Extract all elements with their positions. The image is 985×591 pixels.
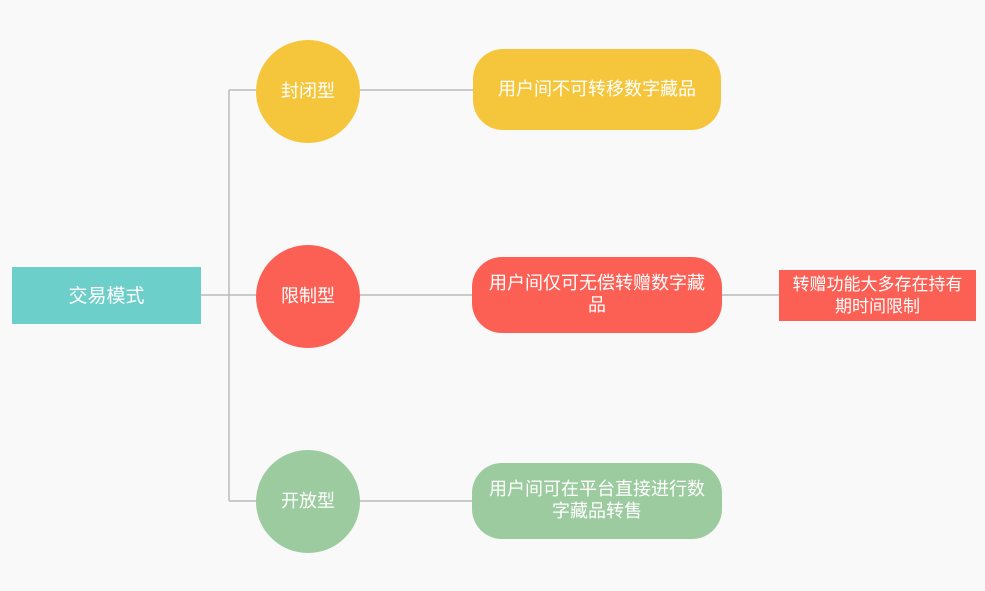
description-node-closed: 用户间不可转移数字藏品 — [473, 49, 721, 130]
note-restricted: 转赠功能大多存在持有期时间限制 — [792, 274, 963, 317]
description-closed: 用户间不可转移数字藏品 — [498, 78, 696, 100]
description-node-open: 用户间可在平台直接进行数字藏品转售 — [472, 463, 722, 539]
description-restricted: 用户间仅可无偿转赠数字藏品 — [489, 273, 705, 316]
type-node-open: 开放型 — [256, 450, 360, 553]
type-label-open: 开放型 — [281, 490, 335, 512]
note-node-restricted: 转赠功能大多存在持有期时间限制 — [779, 270, 976, 321]
type-label-restricted: 限制型 — [281, 285, 335, 307]
root-node-trading-mode: 交易模式 — [12, 267, 201, 324]
type-node-restricted: 限制型 — [256, 245, 360, 348]
description-open: 用户间可在平台直接进行数字藏品转售 — [489, 479, 705, 522]
type-node-closed: 封闭型 — [256, 40, 360, 143]
description-node-restricted: 用户间仅可无偿转赠数字藏品 — [472, 257, 722, 333]
type-label-closed: 封闭型 — [281, 80, 335, 102]
root-label: 交易模式 — [68, 284, 145, 307]
